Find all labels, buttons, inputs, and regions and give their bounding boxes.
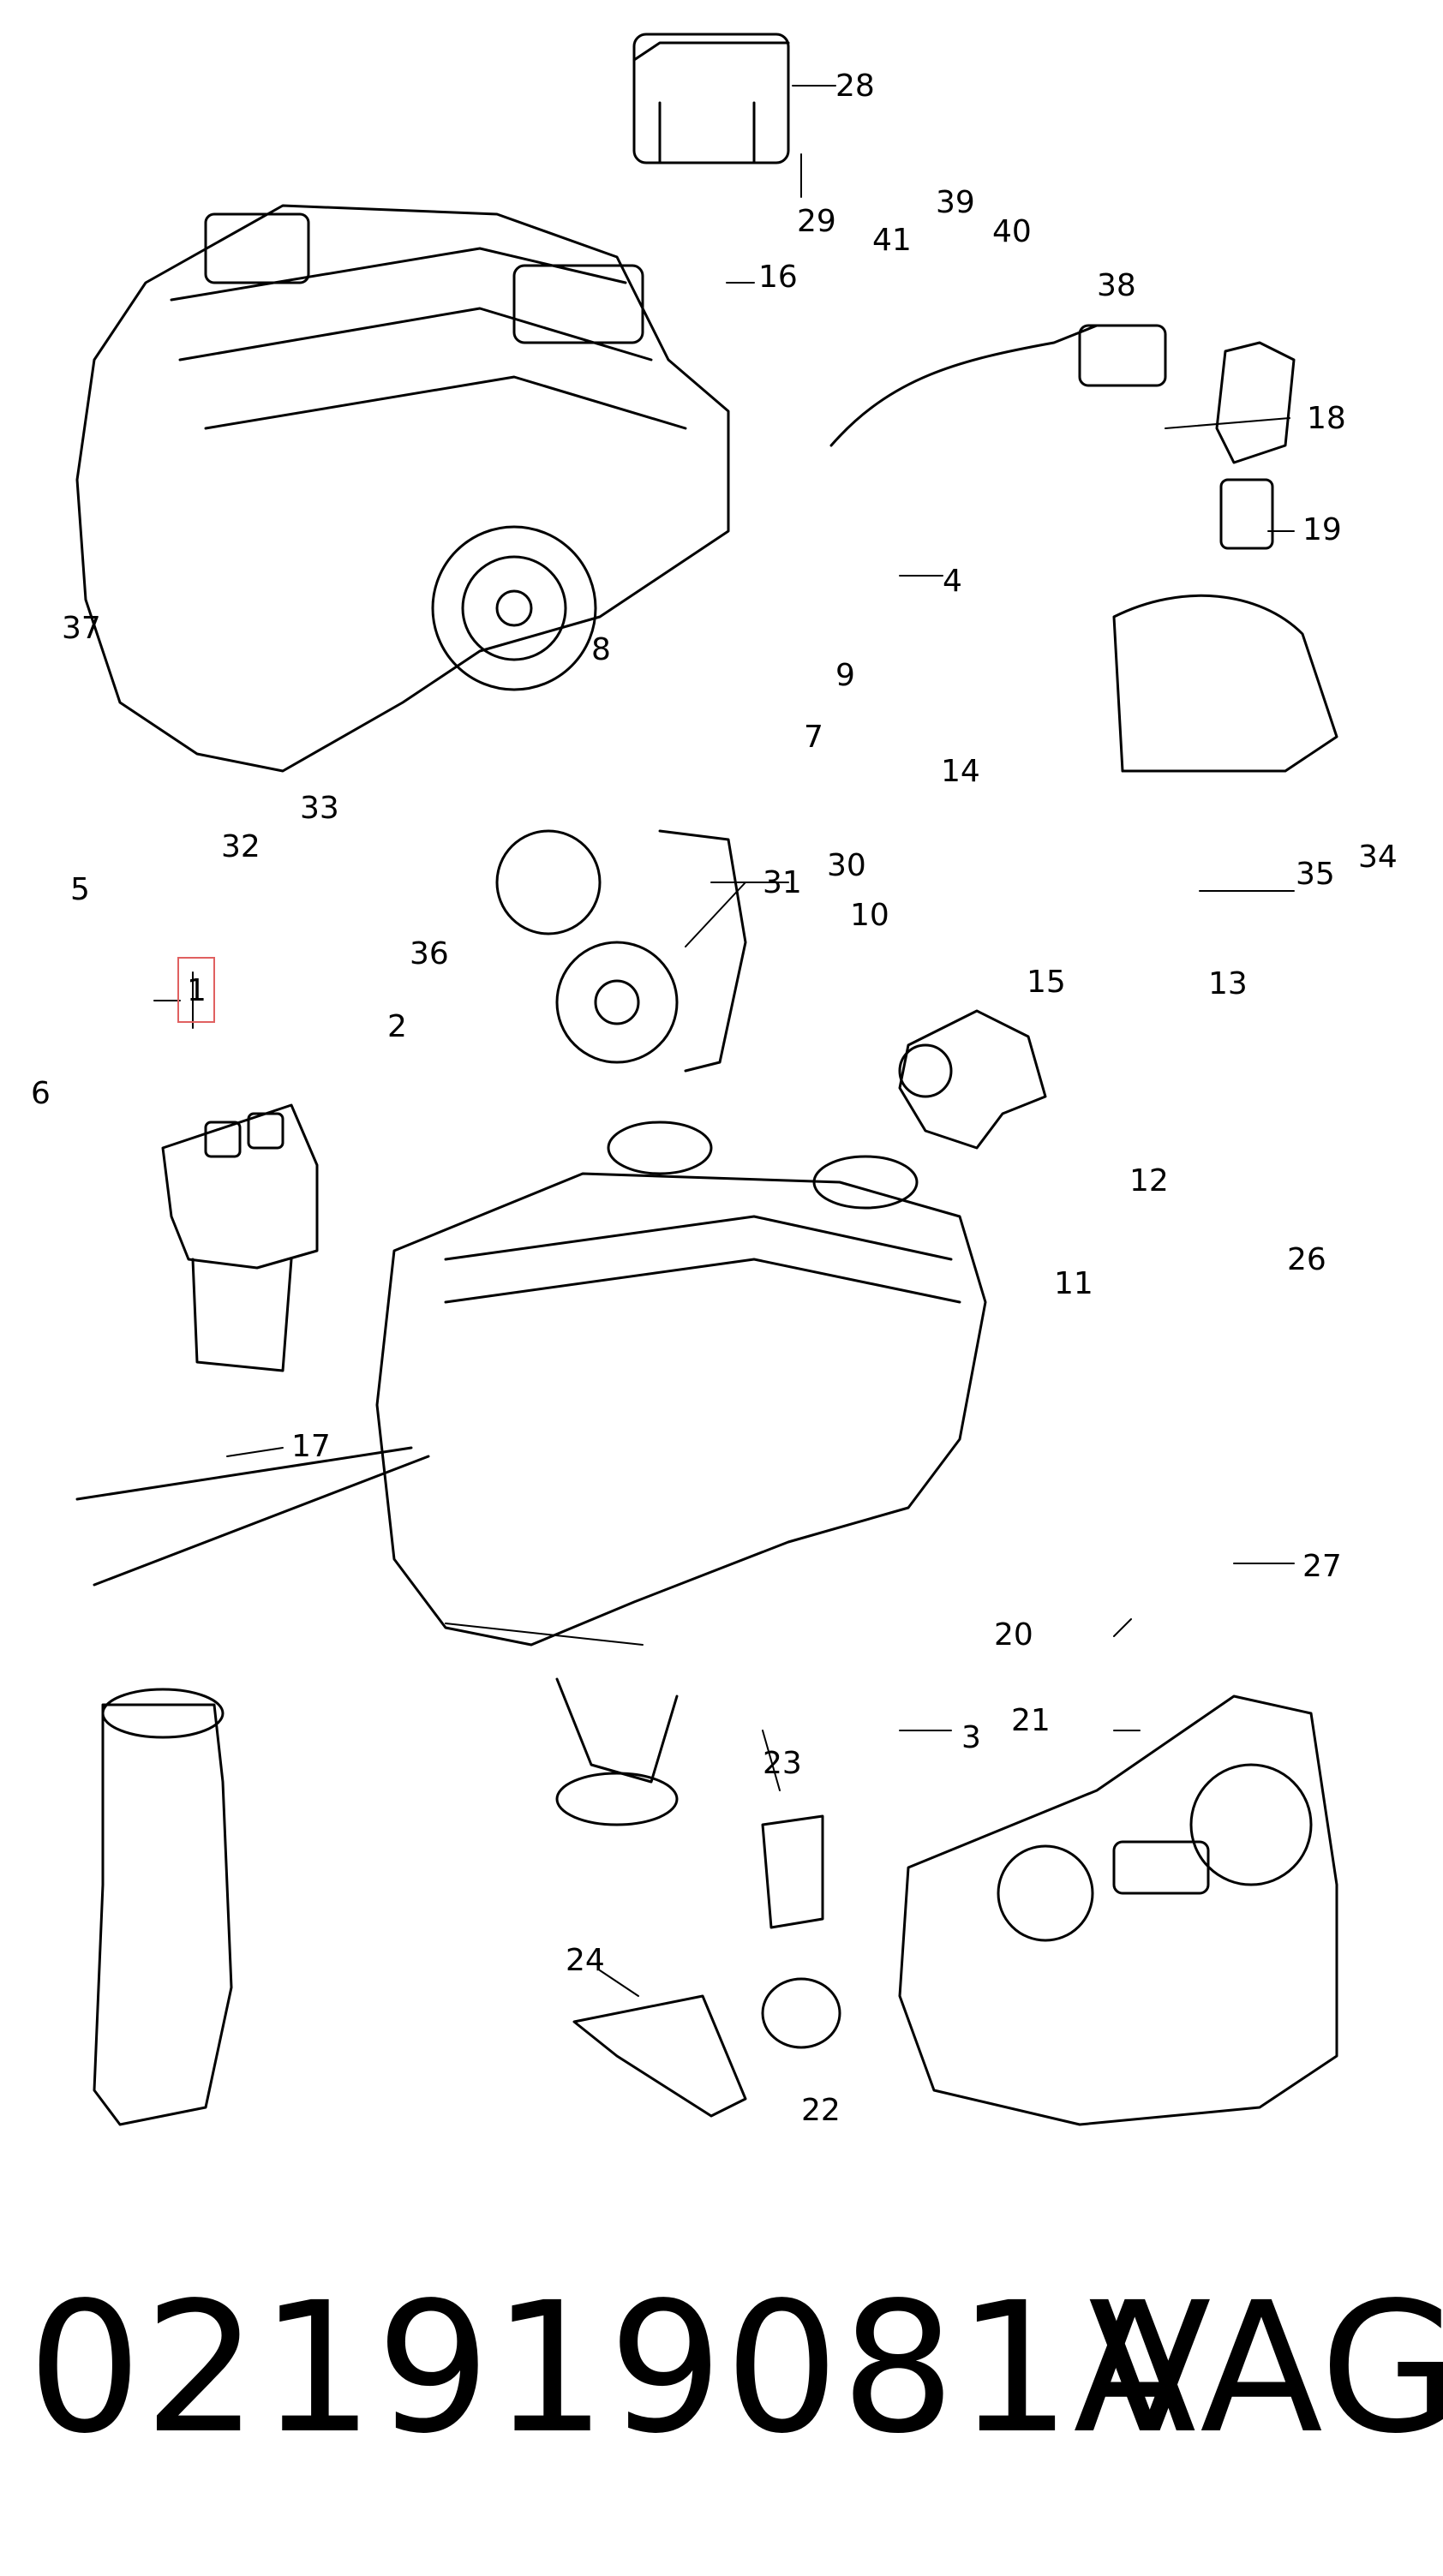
callout-label: 39 (936, 185, 975, 220)
callout-label: 28 (835, 69, 875, 104)
callout-label: 40 (992, 214, 1032, 249)
callout-label: 23 (763, 1746, 802, 1781)
callout-label: 10 (850, 898, 889, 933)
callout-label: 32 (221, 829, 260, 864)
exploded-parts-diagram: 1 2 3 4 5 6 7 8 9 10 11 12 13 14 15 16 1… (31, 33, 1398, 2128)
callout-label: 1 (187, 973, 207, 1008)
part-number: 021919081A (27, 2263, 1199, 2473)
relay-part-28 (632, 33, 790, 164)
callout-labels: 1 2 3 4 5 6 7 8 9 10 11 12 13 14 15 16 1… (31, 69, 1398, 2128)
engine-assembly-lower (375, 1121, 987, 1826)
callout-label: 31 (763, 865, 802, 900)
callout-label: 35 (1296, 857, 1335, 892)
sensor-part-38 (829, 324, 1167, 447)
callout-label: 21 (1011, 1703, 1051, 1738)
callout-label: 2 (387, 1009, 407, 1044)
callout-label: 15 (1027, 965, 1066, 1000)
callout-label: 41 (872, 223, 912, 258)
distributor-part-18 (1112, 341, 1338, 773)
callout-label: 12 (1129, 1163, 1169, 1198)
callout-label: 5 (70, 872, 90, 907)
engine-assembly-upper (75, 204, 730, 773)
callout-label: 33 (300, 791, 339, 826)
callout-label: 13 (1208, 966, 1248, 1001)
callout-label: 19 (1302, 512, 1342, 547)
callout-label: 26 (1287, 1242, 1326, 1277)
bracket-part-24 (572, 1814, 841, 2118)
leader-lines (153, 85, 1295, 1997)
callout-label: 18 (1307, 401, 1346, 436)
callout-label: 20 (994, 1617, 1033, 1653)
callout-label: 4 (943, 564, 962, 599)
callout-label: 11 (1054, 1266, 1093, 1301)
filter-housing-lower-left (75, 1446, 430, 2126)
callout-label: 30 (827, 848, 866, 883)
callout-label: 38 (1097, 268, 1136, 303)
callout-label: 24 (566, 1943, 605, 1978)
brand-name: VAG (1088, 2263, 1443, 2473)
callout-label: 36 (410, 936, 449, 971)
callout-label: 3 (961, 1720, 981, 1755)
filter-housing-left (161, 1103, 319, 1372)
callout-label: 22 (801, 2093, 841, 2128)
callout-label: 6 (31, 1076, 51, 1111)
pulley-assembly-30 (495, 829, 747, 1073)
callout-label: 8 (591, 632, 611, 667)
callout-label: 7 (804, 720, 823, 755)
highlight-box-callout-1 (177, 957, 215, 1023)
callout-label: 37 (62, 611, 101, 646)
gearbox-housing (898, 1694, 1338, 2126)
callout-label: 17 (291, 1429, 331, 1464)
callout-label: 9 (835, 658, 855, 693)
coolant-flange-part (898, 1009, 1047, 1150)
callout-label: 16 (758, 260, 798, 295)
callout-label: 29 (797, 204, 836, 239)
callout-label: 27 (1302, 1549, 1342, 1584)
callout-label: 14 (941, 754, 980, 789)
callout-label: 34 (1358, 840, 1398, 875)
